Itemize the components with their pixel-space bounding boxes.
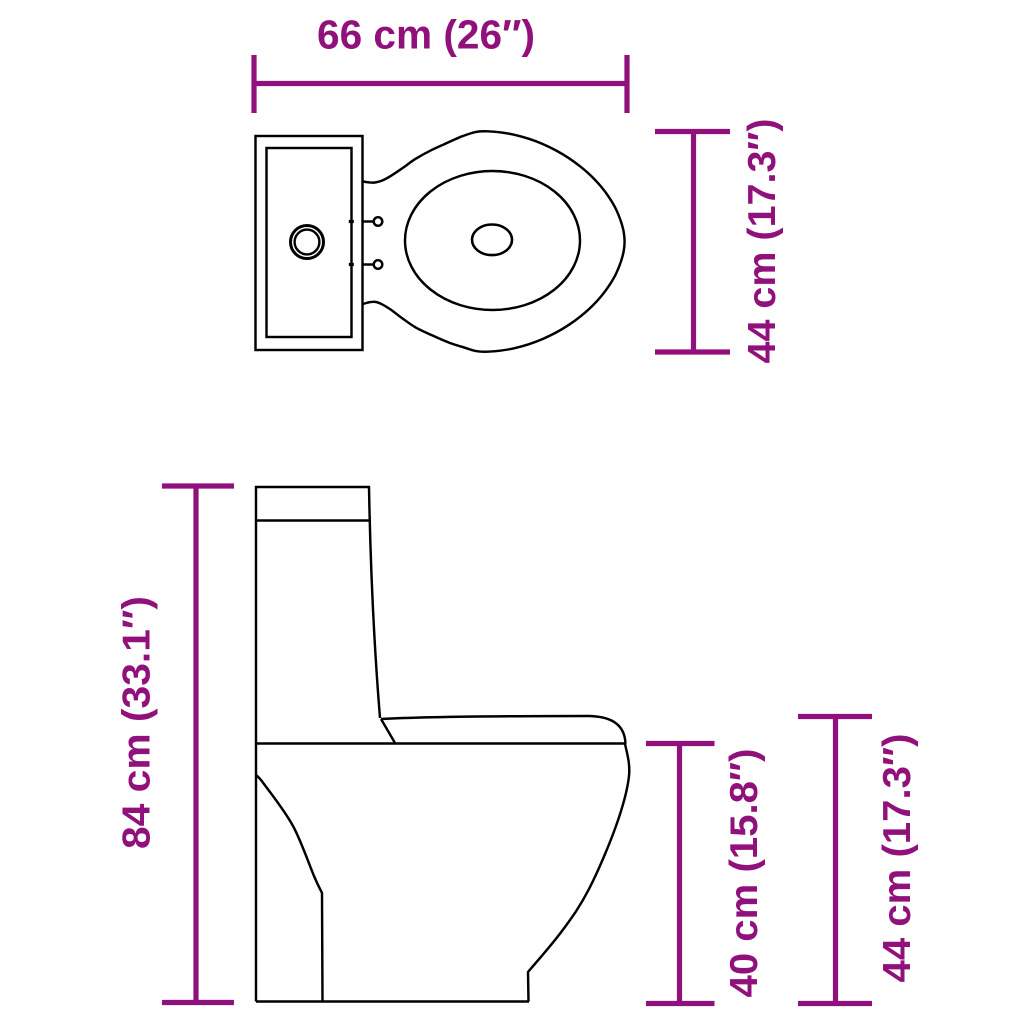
svg-text:66 cm (26″): 66 cm (26″) [317,12,535,58]
svg-text:44 cm (17.3″): 44 cm (17.3″) [876,734,919,983]
svg-text:44 cm (17.3″): 44 cm (17.3″) [741,119,784,364]
svg-text:40 cm (15.8″): 40 cm (15.8″) [723,749,766,998]
svg-text:84 cm (33.1″): 84 cm (33.1″) [116,596,159,849]
